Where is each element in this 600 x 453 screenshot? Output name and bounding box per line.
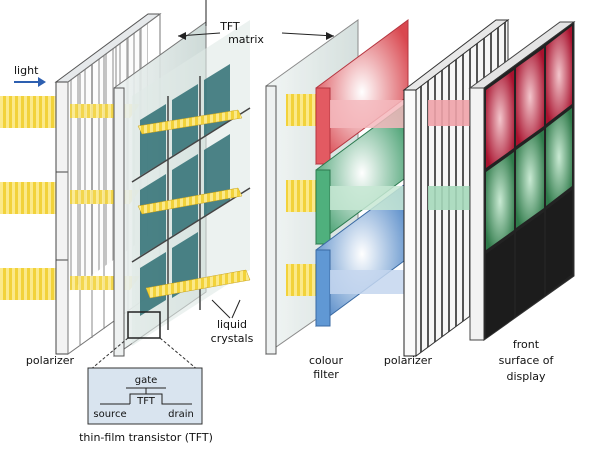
tft-highlight-box (127, 311, 161, 339)
tft-matrix-bracket (177, 0, 335, 40)
label-light: light (14, 64, 39, 77)
label-front-2: surface of (499, 354, 555, 367)
inset-label-source: source (93, 409, 126, 420)
incoming-light-beams (0, 96, 64, 300)
label-colour-2: filter (313, 368, 339, 381)
colour-filter (315, 19, 409, 327)
tft-inset-panel (87, 367, 203, 425)
beams-after-glass (286, 94, 316, 296)
label-polarizer-right: polarizer (384, 354, 433, 367)
label-front-1: front (513, 338, 540, 351)
beams-after-right-polarizer (428, 100, 472, 210)
inset-label-gate: gate (135, 375, 158, 386)
liquid-crystal-pointer (211, 299, 241, 319)
label-liquid-1: liquid (217, 318, 247, 331)
label-front-3: display (506, 370, 546, 383)
tft-zoom-lines (89, 337, 199, 371)
label-tft-matrix-2: matrix (228, 33, 264, 46)
label-tft-matrix-1: TFT (219, 20, 240, 33)
light-arrow-icon (14, 77, 46, 87)
front-display-surface (468, 21, 576, 341)
inset-label-drain: drain (168, 409, 194, 420)
inset-label-tft: TFT (136, 396, 156, 407)
label-liquid-2: crystals (211, 332, 254, 345)
inset-caption: thin-film transistor (TFT) (79, 431, 213, 444)
pixel-cell-grid (131, 20, 251, 346)
label-colour-1: colour (309, 354, 344, 367)
label-polarizer-left: polarizer (26, 354, 75, 367)
